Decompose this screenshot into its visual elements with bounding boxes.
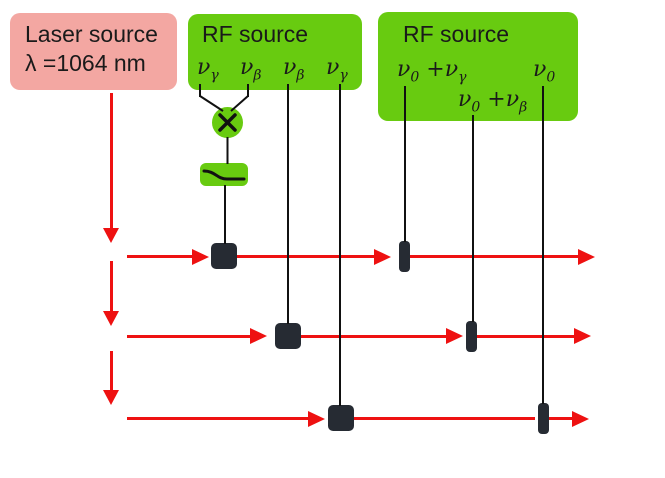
beam-row2-segment-c <box>477 334 574 338</box>
beam-arrow-down-3 <box>103 390 119 405</box>
aom-box-2 <box>275 323 301 349</box>
beam-row2-arrow-2 <box>446 328 463 344</box>
beam-vertical-segment-1 <box>110 93 113 228</box>
mixer-x-glyph <box>218 113 237 132</box>
aom-box-3 <box>328 405 354 431</box>
beam-vertical-segment-3 <box>110 351 113 390</box>
beam-row1-segment-b <box>237 255 374 258</box>
rf-source-2-box: RF source ν0 +νγ ν0 ν0 +νβ <box>378 12 578 121</box>
beam-row1-arrow-end <box>578 248 595 265</box>
eom-box-1 <box>399 241 410 272</box>
lowpass-curve-glyph <box>202 169 246 181</box>
laser-source-box: Laser source λ =1064 nm <box>10 13 177 90</box>
laser-wavelength-label: λ =1064 nm <box>25 50 146 76</box>
beam-row1-segment-a <box>127 255 192 258</box>
beam-arrow-down-2 <box>103 311 119 326</box>
beam-row3-segment-b <box>354 417 535 420</box>
rf1-freq-label-2: νβ <box>240 55 262 84</box>
aom-box-1 <box>211 243 237 269</box>
beam-row1-arrow-2 <box>374 248 391 265</box>
beam-arrow-down-1 <box>103 228 119 243</box>
rf1-freq-label-4: νγ <box>326 55 348 84</box>
beam-row3-arrow-1 <box>308 410 325 427</box>
lowpass-filter-icon <box>200 163 248 186</box>
beam-vertical-segment-2 <box>110 261 113 311</box>
rf-source-1-title: RF source <box>202 21 309 47</box>
rf-source-1-box: RF source νγ νβ νβ νγ <box>188 14 362 90</box>
rf2-freq-label-mid: ν0 +νβ <box>458 87 528 116</box>
beam-row3-segment-c <box>549 417 572 420</box>
beam-row2-arrow-1 <box>250 328 267 344</box>
rf2-freq-label-top-right: ν0 <box>533 57 556 86</box>
beam-row1-segment-c <box>410 255 578 258</box>
rf1-freq-label-1: νγ <box>197 55 219 84</box>
beam-row2-arrow-end <box>574 328 591 344</box>
eom-box-3 <box>538 403 549 434</box>
beam-row1-arrow-1 <box>192 248 209 265</box>
beam-row2-segment-b <box>301 334 446 338</box>
mixer-icon <box>212 107 243 138</box>
rf2-freq-label-top-left: ν0 +νγ <box>397 57 467 86</box>
beam-row3-arrow-end <box>572 410 589 427</box>
beam-row3-segment-a <box>127 417 308 420</box>
rf-source-2-title: RF source <box>403 21 510 47</box>
eom-box-2 <box>466 321 477 352</box>
laser-source-title: Laser source <box>25 21 158 47</box>
beam-row2-segment-a <box>127 334 250 338</box>
rf1-freq-label-3: νβ <box>283 55 305 84</box>
